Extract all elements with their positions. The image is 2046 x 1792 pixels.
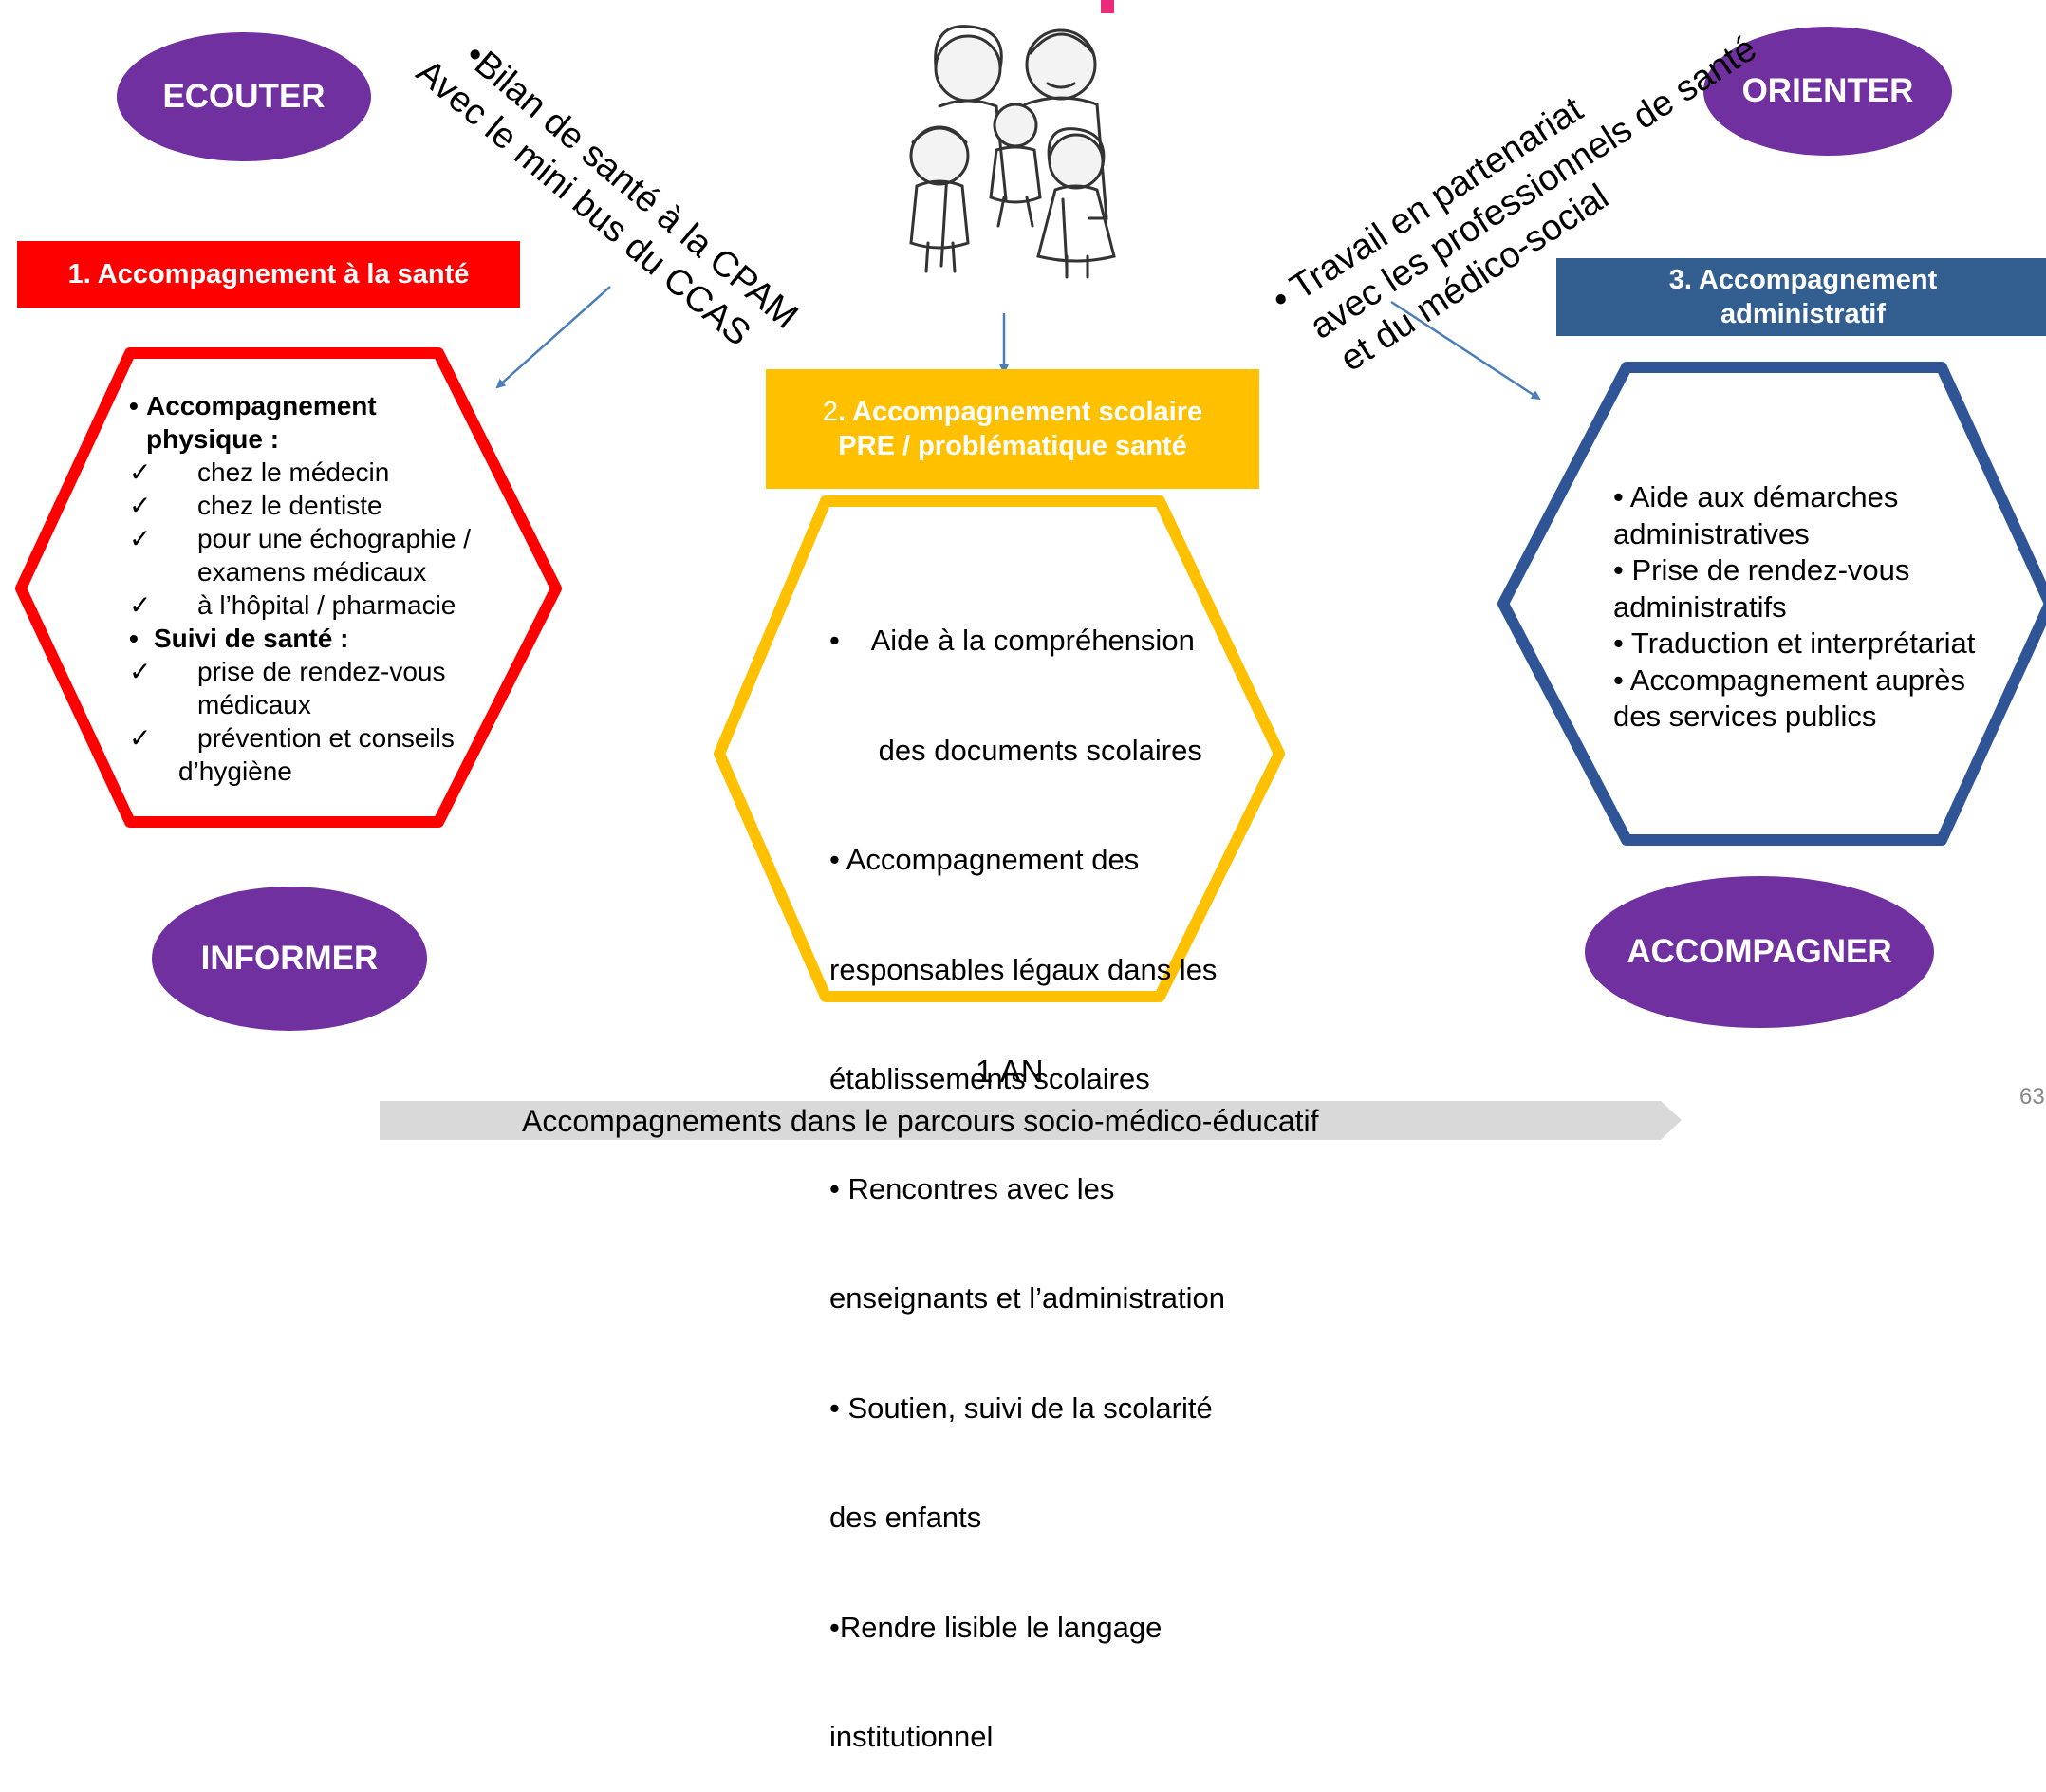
school-list: • Aide à la compréhension des documents … [829,550,1256,1792]
admin-header-line1: 3. Accompagnement [1668,265,1938,295]
list-item: • Aide aux démarches [1613,480,1899,513]
list-item: ✓à l’hôpital / pharmacie [129,590,456,620]
arrow-to-admin [1390,300,1541,401]
banner-arrow [380,1101,1682,1140]
list-item: enseignants et l’administration [829,1281,1226,1315]
list-item: ✓prévention et conseils [129,723,455,753]
list-item: administratives [1613,516,1810,551]
list-item: responsables légaux dans les [829,952,1218,986]
health-header: 1. Accompagnement à la santé [17,241,520,308]
list-item: institutionnel [829,1720,994,1753]
admin-list: • Aide aux démarches administratives • P… [1613,479,2012,736]
list-item: • Soutien, suivi de la scolarité [829,1391,1213,1425]
health-hexagon [15,347,562,828]
list-item: médicaux [197,690,311,719]
list-item: • Rencontres avec les [829,1171,1115,1205]
informer-oval: INFORMER [152,887,427,1031]
list-item: • Traduction et interprétariat [1613,626,1976,660]
list-item: ✓pour une échographie / [129,524,471,553]
school-header-line1: 2. Accompagnement scolaire [823,395,1202,429]
diagram-shapes [15,0,2046,1140]
physical-heading: •Accompagnement [129,391,377,420]
list-item: des documents scolaires [829,733,1202,767]
admin-header: 3. Accompagnement administratif [1556,258,2046,336]
physical-heading-line2: physique : [146,424,280,454]
school-header: 2. Accompagnement scolaire PRE / problém… [766,369,1259,489]
banner-text: Accompagnements dans le parcours socio-m… [522,1104,1319,1138]
school-header-title: . Accompagnement scolaire [838,397,1203,427]
list-item: établissements scolaires [829,1062,1150,1095]
list-item: • Accompagnement auprès [1613,663,1966,697]
orienter-oval: ORIENTER [1703,27,1952,156]
list-item: des services publics [1613,700,1877,733]
admin-hexagon [1497,362,2046,846]
list-item: •Rendre lisible le langage [829,1610,1162,1644]
list-item: • Aide à la compréhension [829,624,1195,657]
list-item: ✓chez le dentiste [129,491,382,520]
list-item: • Prise de rendez-vous [1613,553,1910,587]
page-number: 63 [2019,1084,2045,1110]
arrow-to-health [495,286,611,389]
duration-label: 1 AN [976,1054,1044,1089]
title-fragment [1101,0,1114,13]
list-item: • Accompagnement des [829,843,1140,876]
health-list: •Accompagnement physique : ✓chez le méde… [129,389,509,788]
school-header-number: 2 [822,397,839,427]
list-item: d’hygiène [178,756,292,786]
list-item: administratifs [1613,589,1787,624]
follow-heading: •Suivi de santé : [129,624,349,653]
ecouter-oval: ECOUTER [117,32,371,161]
school-header-line2: PRE / problématique santé [838,431,1187,461]
family-illustration [909,25,1116,279]
accompagner-oval: ACCOMPAGNER [1585,876,1934,1028]
list-item: des enfants [829,1501,982,1534]
school-hexagon [714,495,1285,1002]
admin-header-line2: administratif [1720,299,1887,329]
list-item: ✓chez le médecin [129,457,390,487]
list-item: examens médicaux [197,557,427,587]
list-item: ✓prise de rendez-vous [129,657,446,686]
